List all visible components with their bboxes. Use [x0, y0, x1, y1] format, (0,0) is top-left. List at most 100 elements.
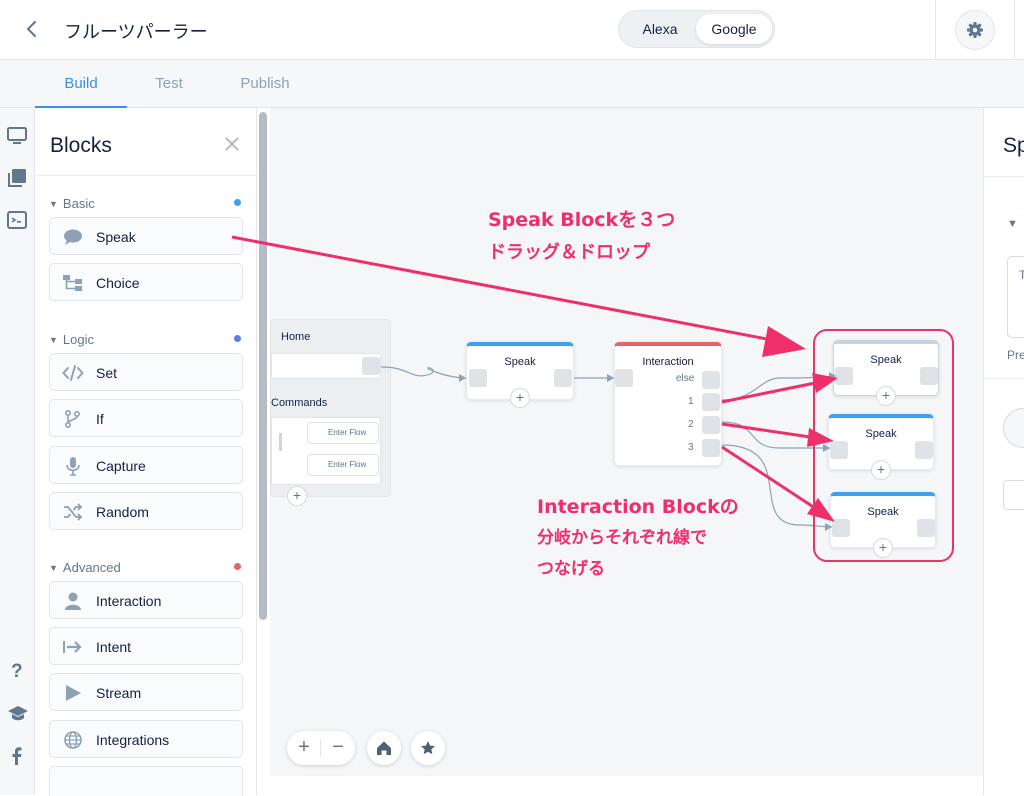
node-title: Speak	[865, 428, 897, 440]
facebook-icon[interactable]	[7, 746, 27, 766]
input-port[interactable]	[469, 369, 487, 387]
tab-build[interactable]: Build	[35, 60, 127, 108]
output-port-else[interactable]	[702, 371, 720, 389]
block-set[interactable]: Set	[49, 353, 243, 391]
input-port[interactable]	[830, 441, 848, 459]
caret-down-icon: ▼	[49, 335, 58, 345]
canvas-bottom-strip	[270, 776, 983, 795]
enter-flow-pill[interactable]: Enter Flow	[307, 454, 379, 476]
block-label: Random	[96, 504, 149, 520]
drag-handle[interactable]	[279, 433, 282, 451]
block-integrations[interactable]: Integrations	[49, 720, 243, 758]
zoom-out-button[interactable]: −	[332, 736, 344, 758]
block-if[interactable]: If	[49, 399, 243, 437]
help-icon[interactable]: ?	[7, 660, 27, 682]
block-label: Integrations	[96, 732, 170, 748]
block-capture[interactable]: Capture	[49, 446, 243, 484]
platform-alexa-option[interactable]: Alexa	[642, 21, 678, 37]
zoom-control: + −	[287, 731, 355, 765]
star-icon	[421, 741, 435, 755]
section-label: Advanced	[62, 560, 121, 575]
section-header-advanced[interactable]: ▼ Advanced	[49, 560, 121, 575]
favorites-button[interactable]	[411, 731, 445, 765]
editor-panel: Sp ▼ T Pre	[983, 108, 1024, 795]
add-step-button[interactable]: +	[510, 388, 530, 408]
library-icon[interactable]	[7, 168, 27, 188]
settings-button[interactable]	[955, 10, 995, 50]
block-label: Set	[96, 365, 118, 381]
home-node[interactable]: Home Commands Enter Flow Enter Flow +	[270, 319, 391, 506]
close-icon[interactable]	[223, 135, 241, 153]
blocks-panel-title: Blocks	[50, 134, 112, 157]
section-dot	[234, 199, 241, 206]
enter-flow-pill[interactable]: Enter Flow	[307, 422, 379, 444]
input-port[interactable]	[615, 369, 633, 387]
caret-down-icon[interactable]: ▼	[1007, 218, 1018, 230]
top-bar: フルーツパーラー Alexa Google	[0, 0, 1024, 60]
code-window-icon[interactable]	[7, 210, 27, 230]
node-title: Speak	[867, 506, 899, 518]
port-label-2: 2	[688, 419, 694, 430]
block-speak[interactable]: Speak	[49, 217, 243, 255]
block-interaction[interactable]: Interaction	[49, 581, 243, 619]
port-label-1: 1	[688, 396, 694, 407]
tab-test[interactable]: Test	[155, 75, 183, 92]
output-port-3[interactable]	[702, 439, 720, 457]
output-port[interactable]	[554, 369, 572, 387]
caret-down-icon: ▼	[49, 199, 58, 209]
input-port[interactable]	[832, 519, 850, 537]
git-branch-icon	[62, 409, 84, 429]
blocks-panel: Blocks ▼ Basic Speak Choice ▼ Logic Set If…	[35, 108, 257, 796]
play-icon	[62, 683, 84, 703]
caret-down-icon: ▼	[49, 563, 58, 573]
add-step-button[interactable]: +	[873, 538, 893, 558]
block-choice[interactable]: Choice	[49, 263, 243, 301]
add-step-button[interactable]: +	[876, 386, 896, 406]
back-chevron-icon[interactable]	[20, 17, 44, 41]
globe-icon	[62, 730, 84, 750]
node-title: Speak	[504, 356, 536, 368]
block-label: Intent	[96, 639, 132, 655]
topbar-divider	[935, 0, 936, 60]
output-port[interactable]	[362, 357, 380, 375]
svg-text:?: ?	[11, 661, 23, 680]
output-port-1[interactable]	[702, 393, 720, 411]
graduation-cap-icon[interactable]	[7, 704, 28, 724]
section-label: Logic	[62, 332, 94, 347]
tab-publish[interactable]: Publish	[240, 75, 290, 92]
block-stream[interactable]: Stream	[49, 673, 243, 711]
option-checkbox[interactable]	[1003, 480, 1024, 510]
branch-tree-icon	[62, 273, 84, 293]
monitor-icon[interactable]	[7, 126, 27, 146]
speech-text-value: T	[1019, 268, 1024, 282]
highlight-frame	[813, 329, 954, 562]
home-button[interactable]	[367, 731, 401, 765]
output-port[interactable]	[920, 367, 938, 385]
section-header-basic[interactable]: ▼ Basic	[49, 196, 95, 211]
blocks-panel-scrollbar[interactable]	[259, 112, 267, 620]
arrow-into-icon	[62, 637, 84, 657]
annotation-drag-note-line2: ドラッグ＆ドロップ	[488, 242, 650, 263]
section-header-logic[interactable]: ▼ Logic	[49, 332, 94, 347]
user-icon	[62, 591, 84, 611]
annotation-drag-note-line1: Speak Blockを３つ	[488, 209, 676, 231]
output-port-2[interactable]	[702, 416, 720, 434]
block-random[interactable]: Random	[49, 492, 243, 530]
input-port[interactable]	[835, 367, 853, 385]
interaction-node[interactable]: Interaction else 1 2 3	[614, 342, 722, 466]
topbar-divider	[1014, 0, 1015, 60]
add-step-button[interactable]: +	[871, 460, 891, 480]
block-intent[interactable]: Intent	[49, 627, 243, 665]
commands-label: Commands	[271, 397, 328, 409]
zoom-in-button[interactable]: +	[298, 736, 310, 758]
output-port[interactable]	[917, 519, 935, 537]
block-item-partial[interactable]	[49, 766, 243, 796]
annotation-connect-note-line2: 分岐からそれぞれ線で	[537, 528, 707, 548]
round-action-button[interactable]	[1003, 408, 1024, 448]
output-port[interactable]	[915, 441, 933, 459]
section-label: Basic	[62, 196, 95, 211]
add-command-button[interactable]: +	[287, 486, 307, 506]
speech-text-input[interactable]	[1007, 256, 1024, 338]
node-title: Speak	[870, 354, 902, 366]
platform-google-option[interactable]: Google	[696, 14, 772, 44]
